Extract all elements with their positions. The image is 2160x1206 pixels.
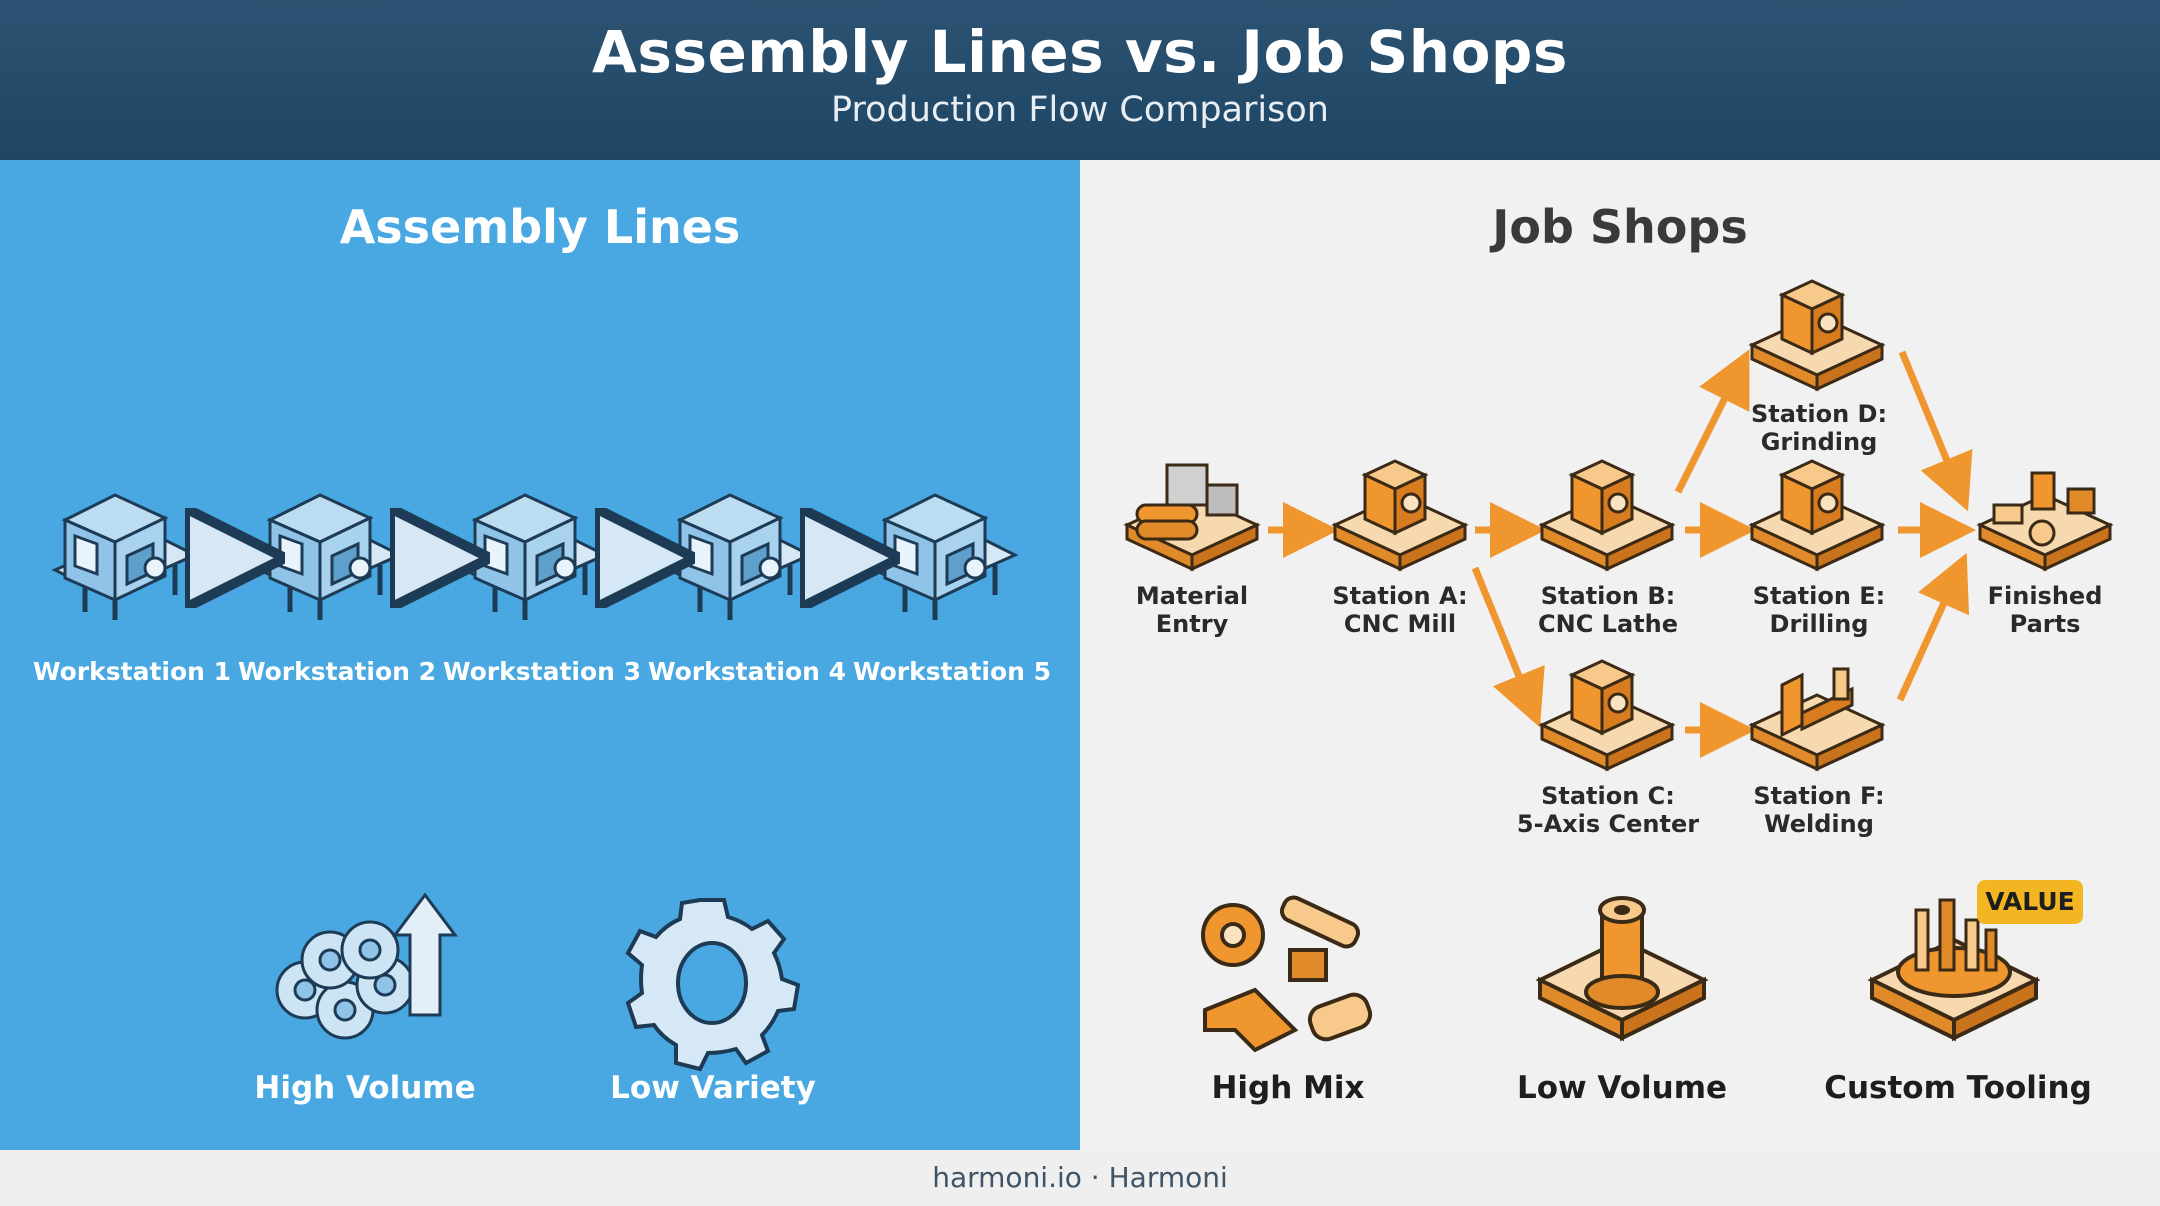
job-shops-panel: Job Shops <box>1080 160 2160 1150</box>
station-b-label: Station B:CNC Lathe <box>1538 582 1678 638</box>
custom-tooling-label: Custom Tooling <box>1824 1070 2092 1106</box>
station-c-label: Station C:5-Axis Center <box>1516 782 1700 838</box>
high-volume-label: High Volume <box>254 1070 476 1106</box>
workstation-4-label: Workstation 4 <box>647 657 847 686</box>
high-mix-label: High Mix <box>1211 1070 1365 1106</box>
low-variety-label: Low Variety <box>610 1070 816 1106</box>
workstation-3-label: Workstation 3 <box>442 657 642 686</box>
workstation-2-label: Workstation 2 <box>237 657 437 686</box>
assembly-lines-title: Assembly Lines <box>339 200 741 254</box>
low-volume-label: Low Volume <box>1516 1070 1728 1106</box>
station-d-label: Station D:Grinding <box>1750 400 1888 456</box>
value-badge: VALUE <box>1977 880 2083 924</box>
header-banner: Assembly Lines vs. Job Shops Production … <box>0 0 2160 160</box>
station-f-label: Station F:Welding <box>1753 782 1885 838</box>
footer-credit: harmoni.io · Harmoni <box>0 1150 2160 1206</box>
job-shops-title: Job Shops <box>1492 200 1748 254</box>
page-title: Assembly Lines vs. Job Shops <box>592 18 1568 86</box>
assembly-lines-panel: Assembly Lines <box>0 160 1080 1150</box>
workstation-5-label: Workstation 5 <box>852 657 1052 686</box>
station-e-label: Station E:Drilling <box>1752 582 1886 638</box>
page-subtitle: Production Flow Comparison <box>831 90 1329 130</box>
station-a-label: Station A:CNC Mill <box>1332 582 1468 638</box>
workstation-1-label: Workstation 1 <box>32 657 232 686</box>
